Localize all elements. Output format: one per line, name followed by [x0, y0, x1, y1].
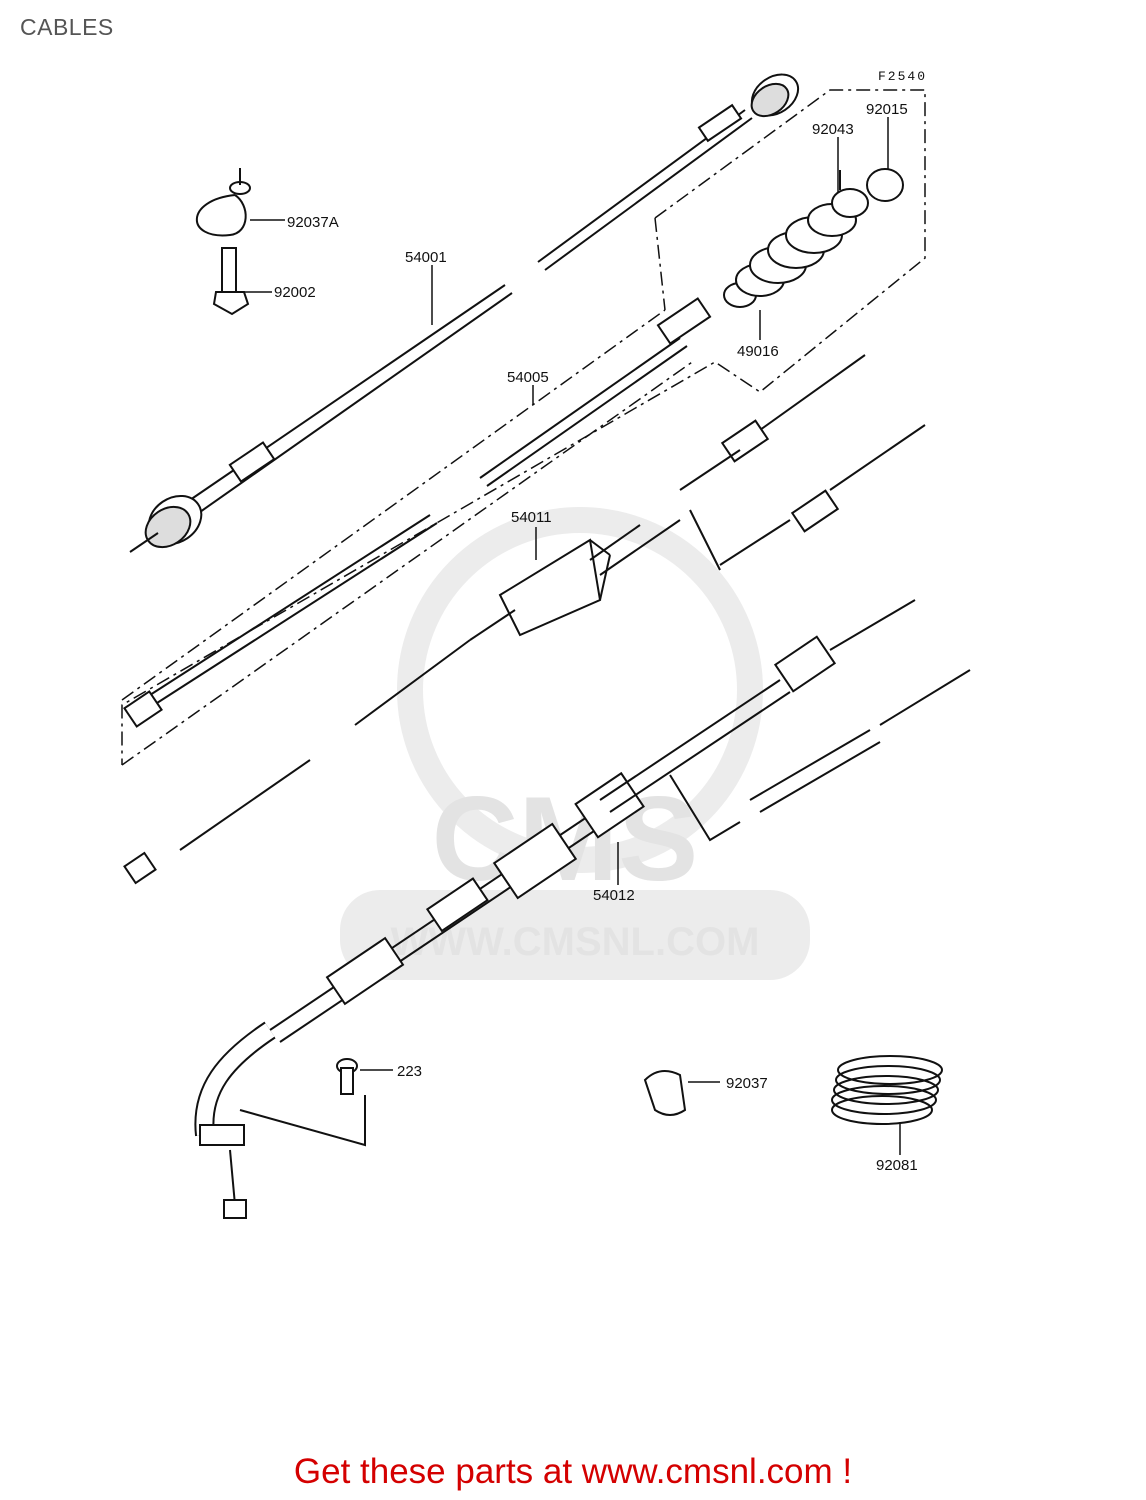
bolt-92002	[212, 247, 250, 316]
tachometer-cable	[123, 297, 712, 728]
part-label-49016: 49016	[737, 343, 779, 360]
part-label-92037: 92037	[726, 1075, 768, 1092]
part-label-92015: 92015	[866, 101, 908, 118]
leader-lines	[240, 117, 901, 1155]
part-label-54001: 54001	[405, 249, 447, 266]
part-label-92043: 92043	[812, 121, 854, 138]
part-label-92002: 92002	[274, 284, 316, 301]
screw-223	[239, 1058, 366, 1147]
spring-clip-92037A	[195, 168, 251, 237]
footer-link[interactable]: Get these parts at www.cmsnl.com !	[293, 1452, 853, 1491]
spring-92081	[831, 1055, 943, 1125]
watermark: CMS WWW.CMSNL.COM	[340, 507, 810, 980]
part-label-92081: 92081	[876, 1157, 918, 1174]
part-label-223: 223	[397, 1063, 422, 1080]
cable-boot	[723, 168, 904, 308]
diagram-code: F2540	[878, 69, 927, 84]
choke-cables	[679, 354, 926, 571]
part-label-92037A: 92037A	[287, 214, 339, 231]
page-title: CABLES	[20, 14, 114, 40]
clamp-92037	[643, 1070, 687, 1116]
part-label-54012: 54012	[593, 887, 635, 904]
speedometer-cable	[129, 73, 800, 553]
group-outline-upper	[121, 89, 926, 765]
part-label-54011: 54011	[511, 509, 552, 526]
junction-box	[123, 519, 681, 885]
part-label-54005: 54005	[507, 369, 549, 386]
throttle-cable	[194, 599, 971, 1219]
